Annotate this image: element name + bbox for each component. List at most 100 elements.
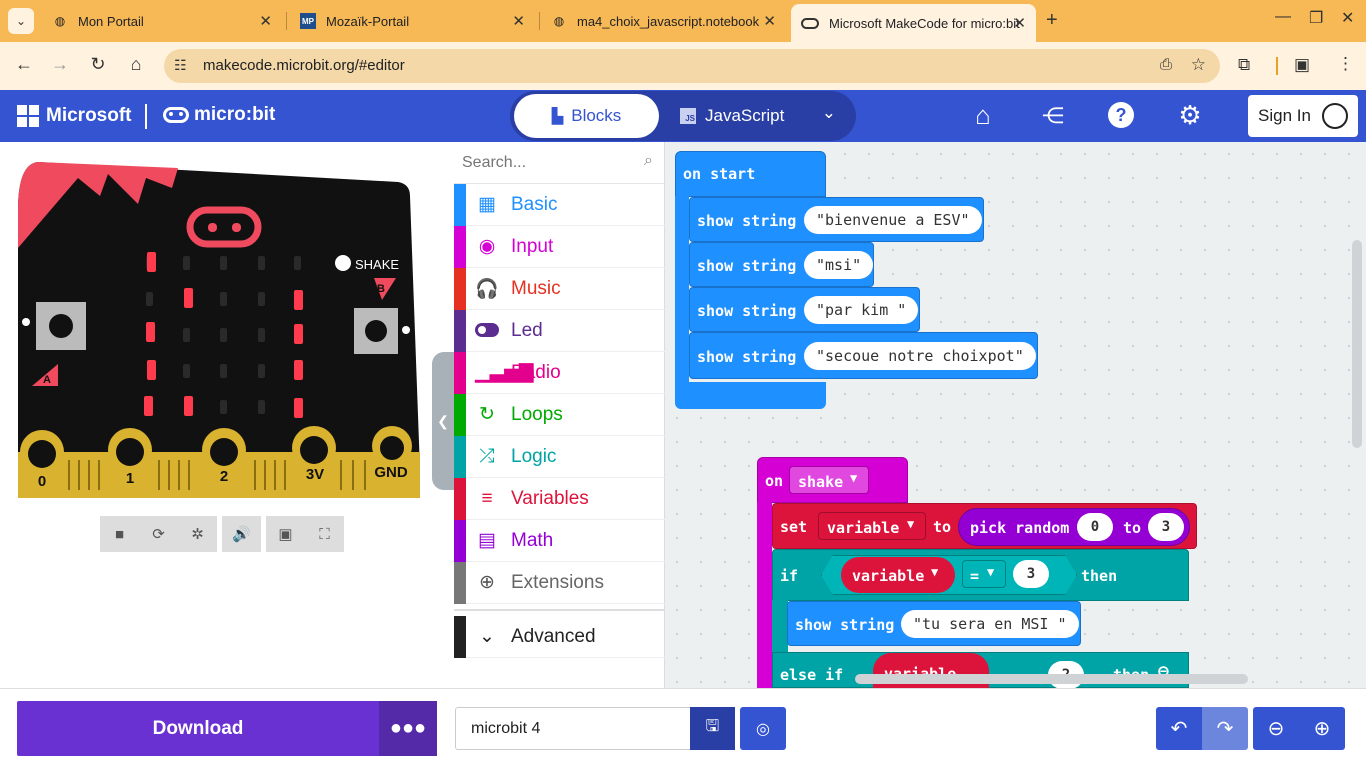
- shuffle-icon: ⤮: [479, 445, 495, 467]
- stop-icon[interactable]: ■: [114, 525, 125, 543]
- dropdown-arrow-icon: ▼: [907, 517, 915, 531]
- category-radio[interactable]: ▁▃▅▇ Radio: [454, 351, 665, 394]
- minimize-button[interactable]: —: [1275, 8, 1291, 25]
- undo-button[interactable]: ↶: [1156, 707, 1202, 750]
- debug-icon[interactable]: ✲: [191, 526, 204, 543]
- tab-list-button[interactable]: ⌄: [8, 8, 34, 34]
- redo-icon: ↷: [1216, 718, 1234, 740]
- collapse-simulator-button[interactable]: ❮: [432, 352, 454, 490]
- fullscreen-icon[interactable]: ⛶: [319, 525, 330, 543]
- tab-notebook[interactable]: ◍ ma4_choix_javascript.notebook ✕: [541, 6, 786, 36]
- svg-text:2: 2: [220, 468, 228, 485]
- show-string-block[interactable]: show string "secoue notre choixpot": [689, 332, 1038, 379]
- back-button[interactable]: ←: [15, 54, 33, 74]
- gesture-dropdown[interactable]: shake ▼: [789, 466, 869, 494]
- reload-button[interactable]: ↻: [90, 54, 106, 74]
- show-string-block[interactable]: show string "tu sera en MSI ": [787, 601, 1081, 646]
- close-icon[interactable]: ✕: [1013, 15, 1026, 32]
- install-app-icon[interactable]: ⎙: [1159, 56, 1172, 73]
- microsoft-grid-icon: [17, 105, 39, 127]
- javascript-tab[interactable]: JS JavaScript: [680, 94, 784, 138]
- site-info-icon[interactable]: ☷: [174, 57, 187, 73]
- sign-in-button[interactable]: Sign In: [1248, 95, 1358, 137]
- lines-icon: ≡: [481, 487, 493, 509]
- category-advanced[interactable]: ⌄ Advanced: [454, 615, 665, 658]
- svg-text:B: B: [377, 283, 385, 295]
- simulator-controls-audio: 🔊: [222, 516, 261, 552]
- more-options-button[interactable]: ●●●: [379, 701, 437, 756]
- extensions-icon[interactable]: ⧉: [1238, 55, 1251, 74]
- simulator-controls-main: ■ ⟳ ✲: [100, 516, 217, 552]
- plus-circle-icon: ⊕: [479, 572, 495, 593]
- search-input[interactable]: [462, 150, 622, 176]
- makecode-icon: [801, 17, 819, 29]
- save-button[interactable]: 🖫: [690, 707, 735, 750]
- window-close-button[interactable]: ✕: [1341, 10, 1355, 27]
- remove-circle-icon: ⊖: [1158, 661, 1169, 682]
- close-icon[interactable]: ✕: [259, 13, 272, 30]
- category-input[interactable]: ◉ Input: [454, 225, 665, 268]
- show-string-block[interactable]: show string "bienvenue a ESV": [689, 197, 984, 242]
- category-music[interactable]: 🎧 Music: [454, 267, 665, 310]
- grid-icon: ▦: [478, 194, 496, 215]
- microbit-simulator[interactable]: SHAKE B A 0 1 2 3V GND: [18, 160, 422, 498]
- forward-button[interactable]: →: [51, 54, 69, 74]
- microbit-logo[interactable]: micro:bit: [163, 104, 275, 126]
- menu-icon[interactable]: ⋮: [1337, 54, 1354, 73]
- puzzle-icon: ▙: [551, 108, 564, 125]
- search-icon[interactable]: ⌕: [644, 152, 653, 169]
- category-basic[interactable]: ▦ Basic: [454, 183, 665, 226]
- zoom-out-button[interactable]: ⊖: [1253, 707, 1299, 750]
- redo-button[interactable]: ↷: [1202, 707, 1248, 750]
- set-variable-block[interactable]: set variable ▼ to pick random 0 to 3: [772, 503, 1197, 549]
- bookmark-star-icon[interactable]: ☆: [1190, 55, 1206, 74]
- blocks-tab[interactable]: ▙ Blocks: [514, 94, 659, 138]
- undo-icon: ↶: [1170, 718, 1188, 740]
- zoom-in-button[interactable]: ⊕: [1299, 707, 1345, 750]
- browser-tab-bar: ⌄ ◍ Mon Portail ✕ MP Mozaïk-Portail ✕ ◍ …: [0, 0, 1366, 42]
- user-avatar-icon: [1322, 103, 1348, 129]
- show-string-block[interactable]: show string "par kim ": [689, 287, 920, 332]
- speaker-icon[interactable]: 🔊: [232, 526, 251, 543]
- address-bar[interactable]: ☷ makecode.microbit.org/#editor ⎙ ☆: [164, 49, 1220, 83]
- variable-dropdown[interactable]: variable ▼: [818, 512, 926, 540]
- side-panel-icon[interactable]: ▣: [1294, 55, 1311, 74]
- browser-toolbar: ← → ↻ ⌂ ☷ makecode.microbit.org/#editor …: [0, 42, 1366, 90]
- project-name-input[interactable]: [455, 707, 691, 750]
- category-logic[interactable]: ⤮ Logic: [454, 435, 665, 478]
- share-icon[interactable]: ⋲: [1042, 103, 1064, 128]
- github-button[interactable]: ◎: [740, 707, 786, 750]
- vertical-scrollbar[interactable]: [1352, 240, 1362, 448]
- close-icon[interactable]: ✕: [512, 13, 525, 30]
- maximize-button[interactable]: ❐: [1309, 10, 1324, 27]
- download-button[interactable]: Download: [17, 701, 379, 756]
- tab-mon-portail[interactable]: ◍ Mon Portail ✕: [42, 6, 282, 36]
- new-tab-button[interactable]: +: [1046, 9, 1058, 31]
- home-button[interactable]: ⌂: [130, 54, 142, 74]
- help-icon[interactable]: ?: [1104, 100, 1138, 128]
- category-math[interactable]: ▤ Math: [454, 519, 665, 562]
- camera-icon[interactable]: ▣: [278, 526, 293, 543]
- svg-text:3V: 3V: [306, 466, 324, 483]
- close-icon[interactable]: ✕: [763, 13, 776, 30]
- pick-random-block[interactable]: pick random 0 to 3: [958, 508, 1190, 546]
- restart-icon[interactable]: ⟳: [152, 526, 165, 543]
- svg-text:SHAKE: SHAKE: [355, 257, 399, 272]
- variable-reporter[interactable]: variable ▼: [841, 557, 955, 593]
- chevron-down-icon[interactable]: ⌄: [821, 103, 836, 122]
- category-variables[interactable]: ≡ Variables: [454, 477, 665, 520]
- category-led[interactable]: Led: [454, 309, 665, 352]
- tab-makecode[interactable]: Microsoft MakeCode for micro:bit ✕: [791, 4, 1036, 42]
- microsoft-logo[interactable]: Microsoft: [17, 105, 132, 127]
- category-extensions[interactable]: ⊕ Extensions: [454, 561, 665, 604]
- horizontal-scrollbar[interactable]: [855, 674, 1248, 684]
- chevron-left-icon: ❮: [437, 412, 449, 429]
- show-string-block[interactable]: show string "msi": [689, 242, 874, 287]
- tab-mozaik[interactable]: MP Mozaïk-Portail ✕: [300, 13, 525, 30]
- operator-dropdown[interactable]: = ▼: [962, 560, 1006, 588]
- dropdown-arrow-icon: ▼: [850, 471, 858, 485]
- category-loops[interactable]: ↻ Loops: [454, 393, 665, 436]
- if-block[interactable]: if variable ▼ = ▼ 3 then: [772, 549, 1189, 601]
- gear-icon[interactable]: ⚙: [1178, 100, 1202, 130]
- home-icon[interactable]: ⌂: [975, 100, 991, 130]
